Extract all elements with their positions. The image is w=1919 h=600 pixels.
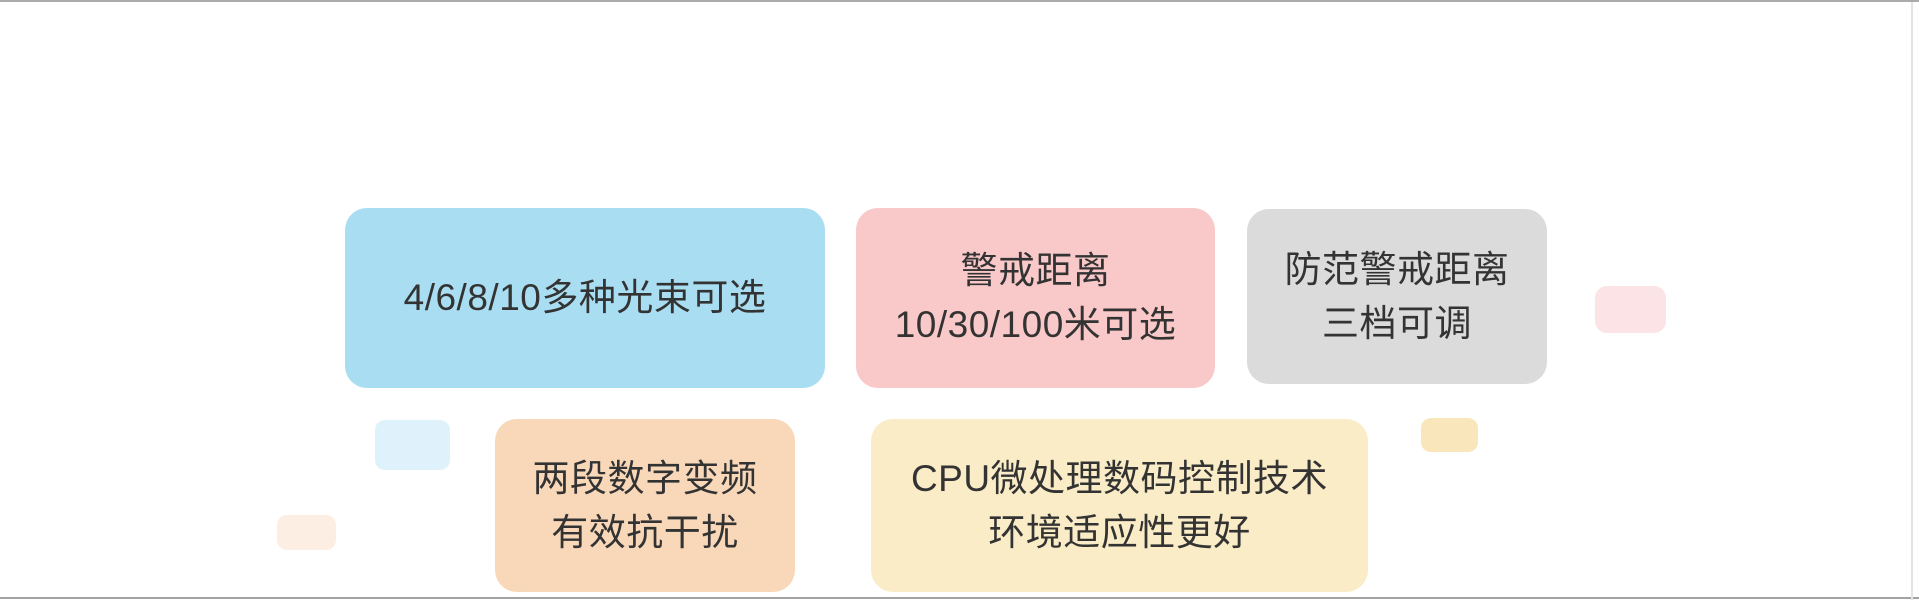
feature-card-text-line: 10/30/100米可选 <box>894 304 1177 345</box>
feature-card-text-line: CPU微处理数码控制技术 <box>910 457 1329 499</box>
feature-card-text-line: 警戒距离 <box>960 250 1111 291</box>
feature-card-text-line: 两段数字变频 <box>532 457 758 499</box>
top-divider-line <box>0 0 1919 2</box>
feature-card-digital-freq: 两段数字变频 有效抗干扰 <box>495 419 795 592</box>
feature-card-text-line: 环境适应性更好 <box>988 511 1251 553</box>
decorative-block-peach <box>277 515 336 550</box>
feature-card-text-line: 4/6/8/10多种光束可选 <box>403 277 767 318</box>
feature-card-text-line: 防范警戒距离 <box>1284 248 1510 290</box>
decorative-block-yellow <box>1421 418 1478 452</box>
bottom-divider-line <box>0 597 1919 599</box>
feature-card-text-line: 三档可调 <box>1322 302 1472 344</box>
feature-card-text-line: 有效抗干扰 <box>551 511 739 553</box>
feature-card-beam-options: 4/6/8/10多种光束可选 <box>345 208 825 388</box>
right-edge-line <box>1911 2 1913 600</box>
decorative-block-blue <box>375 420 450 470</box>
feature-card-guard-levels: 防范警戒距离 三档可调 <box>1247 209 1547 384</box>
feature-card-alert-distance: 警戒距离 10/30/100米可选 <box>856 208 1215 388</box>
decorative-block-pink <box>1595 286 1666 333</box>
feature-card-cpu-control: CPU微处理数码控制技术 环境适应性更好 <box>871 419 1368 592</box>
